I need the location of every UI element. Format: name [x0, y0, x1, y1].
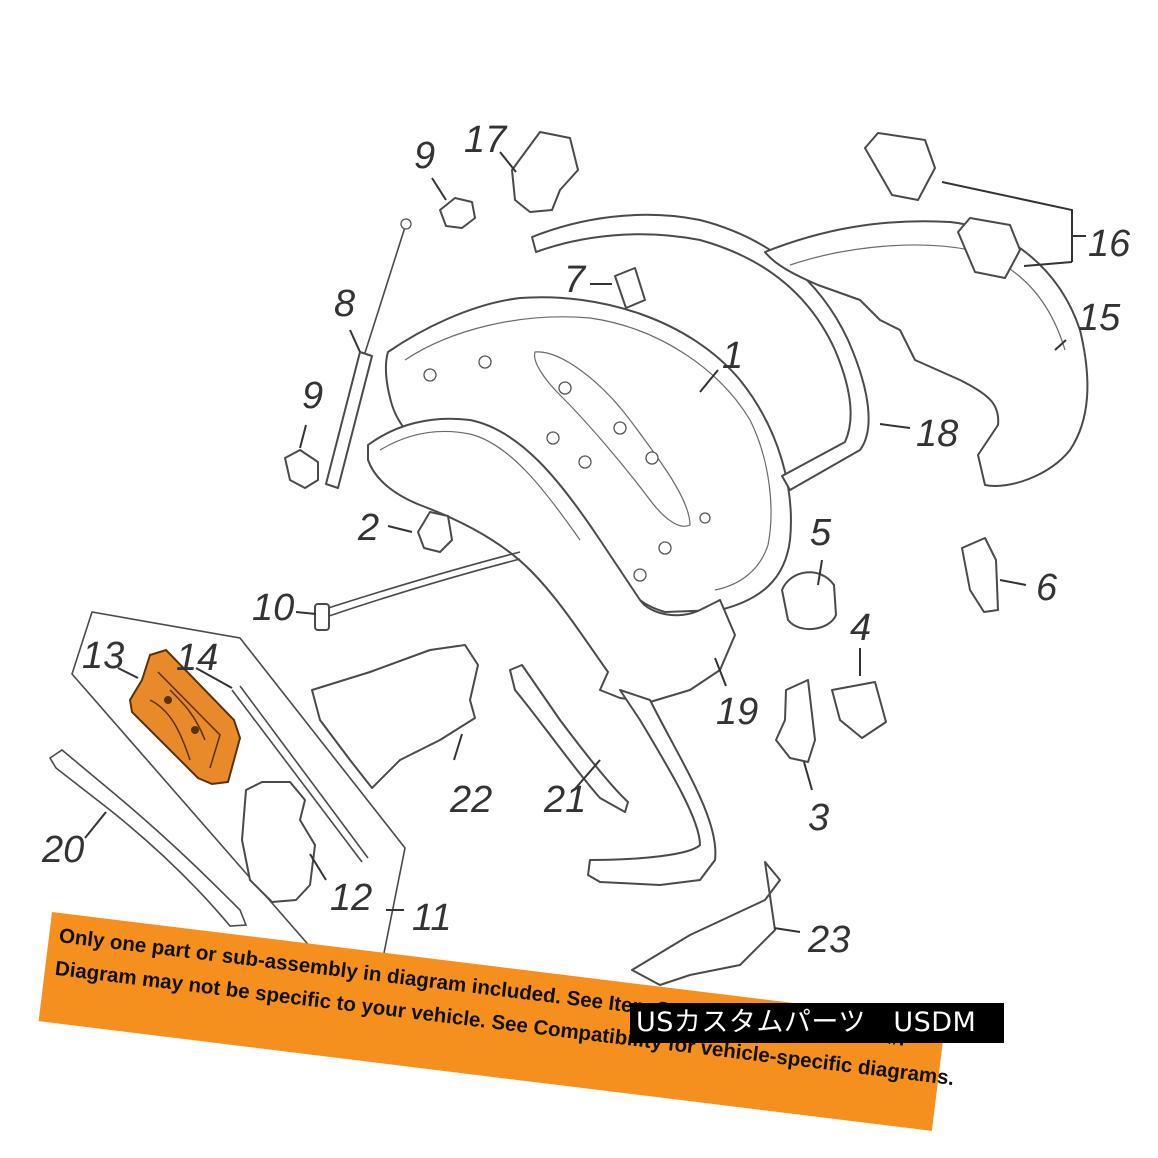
callout-3: 3	[808, 797, 829, 839]
part-7-bushing	[614, 267, 646, 309]
part-6-bracket	[961, 537, 999, 613]
callout-17: 17	[464, 119, 508, 161]
part-16-cap-upper	[864, 132, 936, 201]
callout-12: 12	[330, 877, 372, 919]
callout-14: 14	[176, 637, 218, 679]
callout-20: 20	[41, 829, 84, 871]
part-2-bumper	[417, 511, 453, 553]
callout-13: 13	[82, 635, 124, 677]
part-16-cap-lower	[957, 217, 1021, 279]
part-4-bracket	[831, 681, 887, 739]
callout-labels: 1 2 3 4 5 6 7 8 9 9 10 11 12 13 14 15 16…	[41, 119, 1131, 961]
callout-1: 1	[722, 335, 743, 377]
callout-7: 7	[564, 259, 587, 301]
callout-21: 21	[543, 779, 586, 821]
leader-lines	[84, 151, 1086, 933]
part-5-cap	[781, 571, 837, 631]
part-10-rod	[314, 551, 521, 631]
part-15-trim	[764, 220, 1089, 487]
part-17-bracket	[511, 131, 579, 213]
callout-23: 23	[807, 919, 850, 961]
callout-4: 4	[850, 607, 871, 649]
callout-9-upper: 9	[414, 135, 435, 177]
callout-10: 10	[252, 587, 294, 629]
part-14-rod	[231, 685, 369, 863]
callout-15: 15	[1078, 297, 1121, 339]
callout-11: 11	[412, 897, 451, 939]
callout-6: 6	[1036, 567, 1058, 609]
callout-2: 2	[357, 507, 379, 549]
watermark-label: USカスタムパーツ USDM	[630, 1003, 1004, 1043]
callout-22: 22	[449, 779, 492, 821]
part-22-liner	[311, 644, 479, 789]
callout-18: 18	[916, 413, 958, 455]
callout-19: 19	[716, 691, 758, 733]
part-23-corner	[631, 861, 781, 986]
part-21-trim-strip	[509, 664, 629, 813]
callout-5: 5	[810, 512, 832, 554]
part-12-housing	[241, 781, 316, 903]
part-3-hinge	[775, 679, 816, 763]
part-18-weatherstrip	[531, 213, 870, 491]
callout-9-lower: 9	[302, 375, 323, 417]
callout-8: 8	[334, 283, 355, 325]
part-8-strut	[325, 218, 412, 489]
part-9-bumper-lower	[284, 449, 319, 489]
part-9-bumper-upper	[439, 197, 476, 229]
part-13-highlighted	[128, 648, 242, 786]
callout-16: 16	[1088, 223, 1131, 265]
part-20-rail	[48, 749, 248, 927]
part-19-frame	[367, 417, 736, 886]
